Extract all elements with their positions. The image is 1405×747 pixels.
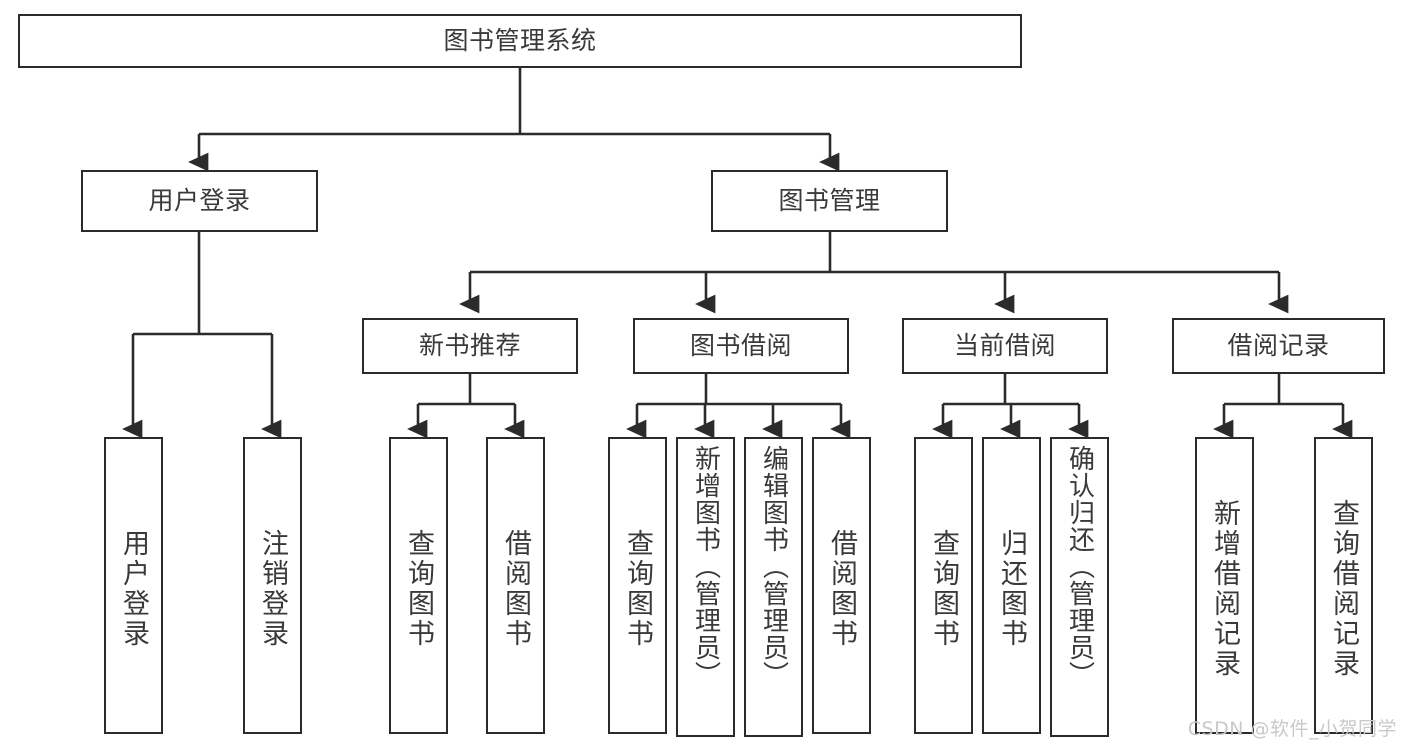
leaf-borrow-edit-book-admin[interactable]: 编辑图书（管理员） — [744, 437, 803, 737]
node-label: 查询借阅记录 — [1328, 498, 1359, 679]
node-label: 新书推荐 — [418, 331, 521, 361]
node-borrow-record[interactable]: 借阅记录 — [1172, 318, 1385, 374]
node-label: 查询图书 — [622, 528, 653, 649]
leaf-current-query-book[interactable]: 查询图书 — [914, 437, 973, 734]
node-label: 确认归还（管理员） — [1064, 445, 1095, 688]
node-label: 借阅图书 — [500, 528, 531, 649]
node-label: 查询图书 — [403, 528, 434, 649]
node-new-book-recommend[interactable]: 新书推荐 — [362, 318, 578, 374]
leaf-user-login-login[interactable]: 用户登录 — [104, 437, 163, 734]
leaf-recommend-query-book[interactable]: 查询图书 — [389, 437, 448, 734]
node-book-management[interactable]: 图书管理 — [711, 170, 948, 232]
leaf-current-confirm-return-admin[interactable]: 确认归还（管理员） — [1050, 437, 1109, 737]
node-label: 新增图书（管理员） — [690, 445, 721, 688]
leaf-user-login-logout[interactable]: 注销登录 — [243, 437, 302, 734]
leaf-record-query-record[interactable]: 查询借阅记录 — [1314, 437, 1373, 734]
node-label: 查询图书 — [928, 528, 959, 649]
node-current-borrow[interactable]: 当前借阅 — [902, 318, 1108, 374]
leaf-record-add-record[interactable]: 新增借阅记录 — [1195, 437, 1254, 734]
node-label: 图书管理系统 — [443, 26, 597, 56]
node-label: 编辑图书（管理员） — [758, 445, 789, 688]
node-user-login[interactable]: 用户登录 — [81, 170, 318, 232]
node-label: 新增借阅记录 — [1209, 498, 1240, 679]
node-label: 当前借阅 — [953, 331, 1056, 361]
node-label: 图书借阅 — [689, 331, 792, 361]
leaf-borrow-query-book[interactable]: 查询图书 — [608, 437, 667, 734]
leaf-recommend-borrow-book[interactable]: 借阅图书 — [486, 437, 545, 734]
leaf-current-return-book[interactable]: 归还图书 — [982, 437, 1041, 734]
node-label: 注销登录 — [257, 528, 288, 649]
node-label: 归还图书 — [996, 528, 1027, 649]
node-label: 图书管理 — [778, 186, 881, 216]
watermark: CSDN @软件_小贺同学 — [1187, 718, 1397, 740]
node-label: 用户登录 — [148, 186, 251, 216]
leaf-borrow-borrow-book[interactable]: 借阅图书 — [812, 437, 871, 734]
leaf-borrow-add-book-admin[interactable]: 新增图书（管理员） — [676, 437, 735, 737]
node-label: 用户登录 — [118, 528, 149, 649]
node-root-system[interactable]: 图书管理系统 — [18, 14, 1022, 68]
node-book-borrow[interactable]: 图书借阅 — [633, 318, 849, 374]
node-label: 借阅记录 — [1227, 331, 1330, 361]
node-label: 借阅图书 — [826, 528, 857, 649]
